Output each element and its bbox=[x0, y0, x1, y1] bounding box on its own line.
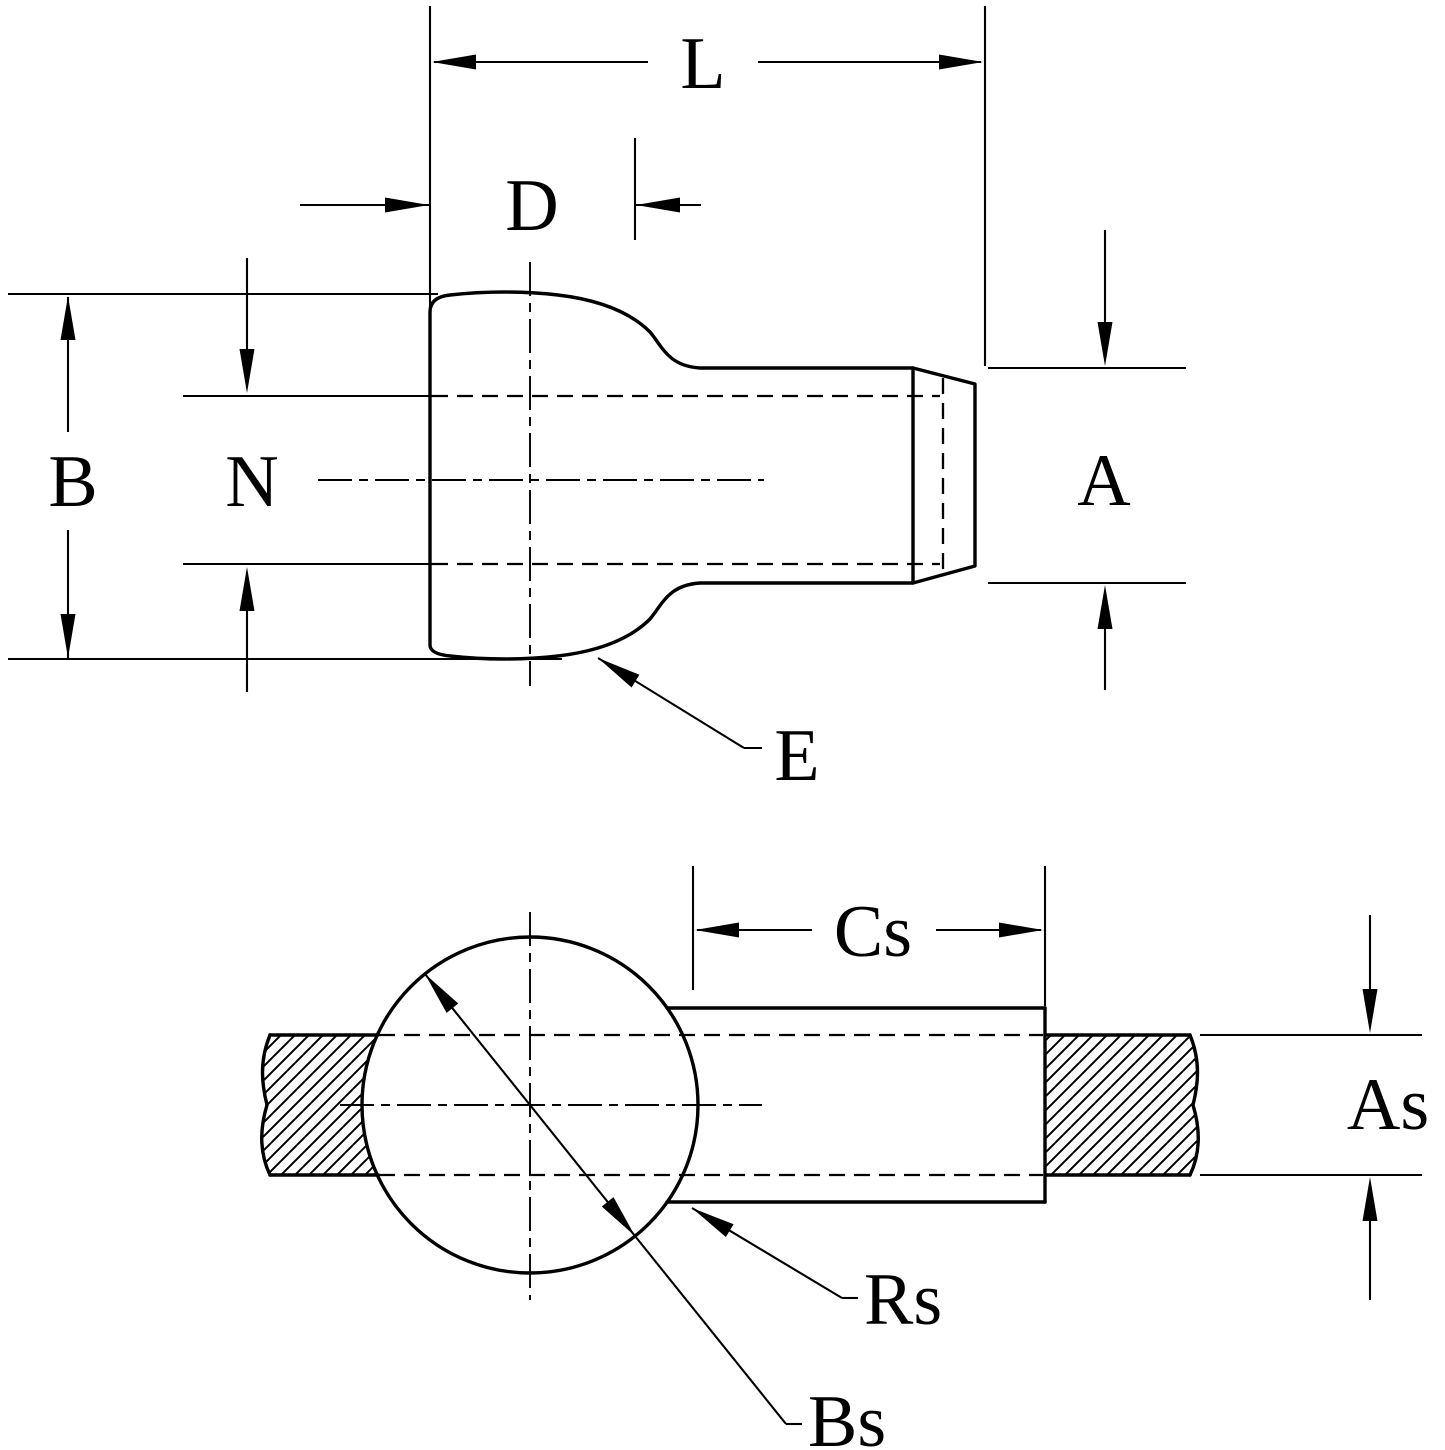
hatch-right-rod-section bbox=[1045, 1035, 1199, 1175]
arrowhead-A-bottom bbox=[1097, 585, 1113, 629]
arrowhead-N-bottom bbox=[239, 567, 255, 611]
arrowhead-L-right bbox=[939, 54, 983, 70]
top-view-drawing: L D B N A E bbox=[8, 6, 1186, 797]
dimension-line-Bs-diameter bbox=[424, 973, 636, 1237]
rod-left-break-line bbox=[260, 1033, 272, 1177]
arrowhead-Cs-left bbox=[695, 922, 739, 938]
label-Cs: Cs bbox=[834, 891, 912, 973]
arrowhead-Bs-bottom bbox=[601, 1197, 636, 1237]
arrowhead-A-top bbox=[1097, 322, 1113, 366]
arrowhead-As-bottom bbox=[1362, 1177, 1378, 1221]
label-B: B bbox=[48, 441, 97, 523]
arrowhead-Cs-right bbox=[999, 922, 1043, 938]
label-As: As bbox=[1347, 1064, 1429, 1146]
hatch-left-rod-section bbox=[261, 1035, 378, 1175]
arrowhead-D-left bbox=[385, 197, 429, 213]
arrowhead-N-top bbox=[239, 349, 255, 393]
label-E: E bbox=[774, 715, 819, 797]
ball-outline bbox=[360, 935, 700, 1275]
arrowhead-B-bottom bbox=[60, 614, 76, 658]
label-A: A bbox=[1077, 440, 1130, 522]
arrowhead-B-top bbox=[60, 296, 76, 340]
arrowhead-As-top bbox=[1362, 989, 1378, 1033]
arrowhead-D-right bbox=[636, 197, 680, 213]
fitting-outline bbox=[428, 290, 977, 661]
bottom-view-drawing: Cs As Rs Bs bbox=[260, 866, 1429, 1450]
arrowhead-L-left bbox=[432, 54, 476, 70]
rod-right-break-line bbox=[1188, 1033, 1200, 1177]
arrowhead-Bs-top bbox=[424, 973, 459, 1013]
arrowhead-Rs-leader bbox=[692, 1208, 734, 1237]
label-D: D bbox=[505, 165, 558, 247]
label-Rs: Rs bbox=[864, 1259, 942, 1341]
label-N: N bbox=[225, 441, 278, 523]
arrowhead-E-leader bbox=[598, 658, 640, 688]
leader-line-Bs bbox=[634, 1235, 787, 1425]
label-L: L bbox=[680, 23, 725, 105]
label-Bs: Bs bbox=[808, 1381, 886, 1450]
